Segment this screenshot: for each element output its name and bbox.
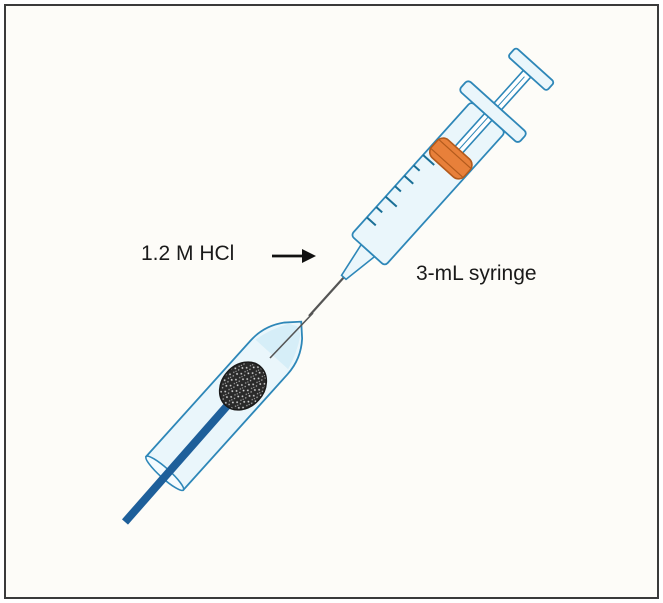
- right-arrow-icon: [272, 249, 316, 263]
- swab-stick: [121, 395, 238, 525]
- needle: [308, 276, 345, 317]
- syringe-icon: [308, 47, 555, 317]
- graduation-marks: [366, 154, 435, 227]
- finger-flange: [459, 80, 527, 143]
- swab-tip: [218, 361, 268, 411]
- swab-icon: [121, 361, 268, 525]
- thumb-press: [508, 47, 555, 91]
- figure-frame: [4, 4, 659, 599]
- syringe-label: 3-mL syringe: [416, 262, 537, 285]
- needle-in-tube: [269, 312, 314, 359]
- plunger-seal: [428, 137, 473, 180]
- reagent-label: 1.2 M HCl: [141, 242, 235, 265]
